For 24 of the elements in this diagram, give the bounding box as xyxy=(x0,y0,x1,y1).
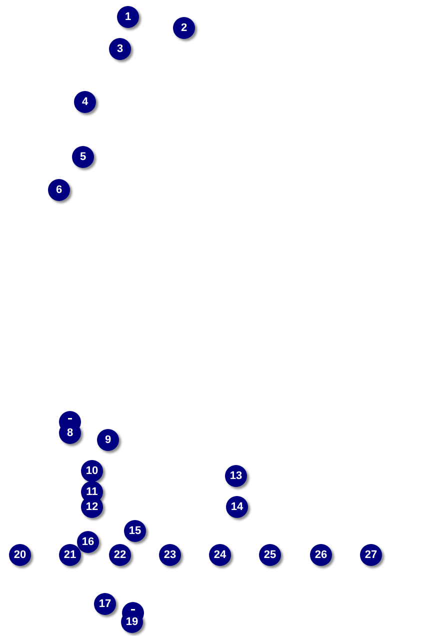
callout-number: 2 xyxy=(173,17,195,39)
callout-number: 6 xyxy=(48,179,70,201)
callout-number: 19 xyxy=(121,611,143,633)
callout-number: 15 xyxy=(124,520,146,542)
callout-number: 10 xyxy=(81,460,103,482)
callout-number: 27 xyxy=(360,544,382,566)
callout-number: 13 xyxy=(225,465,247,487)
callout-number: 3 xyxy=(109,38,131,60)
callout-number: 9 xyxy=(97,429,119,451)
callout-number: 23 xyxy=(159,544,181,566)
callout-number: 14 xyxy=(226,496,248,518)
callout-number: 21 xyxy=(59,544,81,566)
callout-number: 26 xyxy=(310,544,332,566)
callout-number: 1 xyxy=(117,6,139,28)
callout-number: 5 xyxy=(72,146,94,168)
callout-number: 20 xyxy=(9,544,31,566)
callout-number: 12 xyxy=(81,496,103,518)
callout-number: 16 xyxy=(77,531,99,553)
callout-number: 4 xyxy=(74,91,96,113)
callout-number: 25 xyxy=(259,544,281,566)
callout-number: 22 xyxy=(109,544,131,566)
callout-number: 17 xyxy=(94,593,116,615)
callout-number: 24 xyxy=(209,544,231,566)
callout-number: 8 xyxy=(59,422,81,444)
